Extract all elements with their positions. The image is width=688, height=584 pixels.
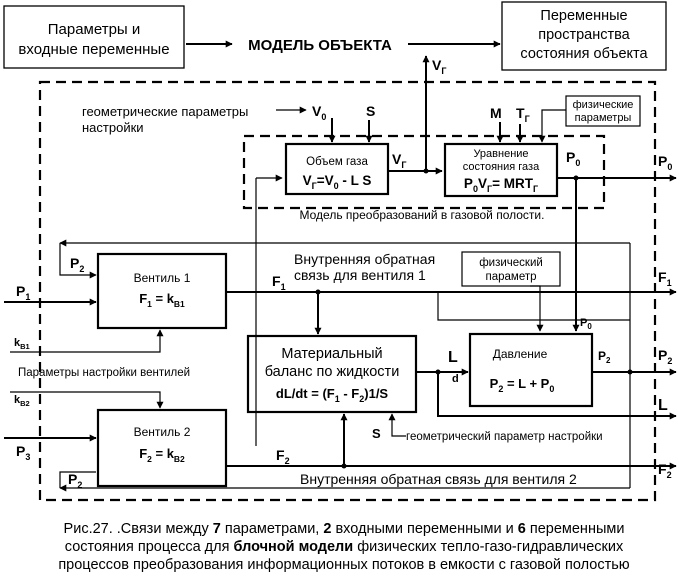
t-label: TГ [516, 105, 530, 124]
gas-cavity-boundary [242, 134, 606, 210]
state-label-line1: Переменные [540, 8, 627, 24]
inputs-label-line1: Параметры и [48, 21, 141, 38]
arrow-s-to-balance [388, 413, 406, 437]
state-equation-block [443, 142, 559, 198]
volume-block [284, 142, 390, 196]
arrow-phys-param-to-pressure [530, 285, 544, 332]
pressure-p2-label: P2 [598, 349, 611, 365]
valve-settings-label: Параметры настройки вентилей [18, 367, 190, 379]
f1-to-feedback [437, 292, 630, 321]
phys-param-line1: физический [479, 257, 543, 269]
p0-label: P0 [566, 149, 580, 168]
input-p3-label: P3 [16, 443, 30, 462]
figure-caption: Рис.27. .Связи между 7 параметрами, 2 вх… [58, 521, 630, 573]
state-box [501, 1, 667, 71]
feedback1-into-valve1 [59, 243, 97, 279]
feedback1-label-line2: связь для вентиля 1 [294, 267, 426, 283]
gas-cavity-caption: Модель преобразований в газовой полости. [300, 208, 545, 222]
balance-title-line1: Материальный [281, 346, 382, 362]
arrow-kb1 [10, 329, 164, 353]
output-l-label: L [658, 397, 668, 414]
volume-formula: VГ=V0 - L S [303, 173, 372, 191]
phys-param-box [461, 251, 561, 287]
balance-formula: dL/dt = (F1 - F2)1/S [276, 386, 389, 404]
phys-param-line2: параметр [486, 271, 537, 283]
valve2-p2-label: P2 [68, 471, 82, 490]
state-label-line3: состояния объекта [520, 46, 648, 62]
balance-geom-param: геометрический параметр настройки [406, 431, 603, 443]
model-boundary [38, 80, 657, 502]
pressure-block [468, 332, 594, 408]
junction-vg [423, 168, 429, 174]
valve1-title: Вентиль 1 [134, 271, 191, 285]
state-eq-formula: P0VГ= MRTГ [464, 176, 538, 194]
state-eq-title-line2: состояния газа [463, 161, 540, 173]
phys-params-box [565, 95, 641, 127]
phys-params-line2: параметры [575, 112, 632, 124]
output-f2-label: F2 [658, 461, 672, 480]
s-label: S [366, 103, 375, 119]
valve1-p2-label: P2 [70, 255, 84, 274]
output-f1-label: F1 [658, 269, 672, 288]
input-p1-label: P1 [16, 283, 30, 302]
pressure-formula: P2 = L + P0 [490, 376, 555, 394]
arrow-phys-params [538, 109, 566, 143]
phys-params-line1: физические [573, 99, 634, 111]
v0-label: V0 [312, 103, 326, 122]
valve2-title: Вентиль 2 [134, 425, 191, 439]
state-eq-title-line1: Уравнение [473, 148, 528, 160]
kb1-label: kB1 [14, 337, 30, 351]
feedback2-into-valve2 [59, 471, 96, 488]
balance-l-label: L [448, 349, 458, 366]
arrow-kb2 [10, 391, 164, 409]
balance-d-label: d [452, 373, 459, 385]
pressure-title: Давление [493, 347, 548, 361]
model-title: МОДЕЛЬ ОБЪЕКТА [248, 37, 392, 54]
pressure-p0-label: P0 [580, 317, 592, 331]
inputs-box [3, 5, 185, 69]
m-label: M [490, 105, 502, 121]
balance-title-line2: баланс по жидкости [265, 364, 400, 380]
geom-params-line1: геометрические параметры [82, 104, 248, 119]
valve1-f1-label: F1 [272, 273, 286, 292]
valve2-f2-label: F2 [276, 447, 290, 466]
valve1-block [96, 252, 228, 330]
vg-mid-label: VГ [392, 151, 406, 170]
volume-title: Объем газа [306, 156, 368, 168]
geom-params-line2: настройки [82, 120, 144, 135]
state-label-line2: пространства [538, 27, 630, 43]
valve2-block [96, 408, 228, 488]
balance-block [246, 334, 418, 414]
inputs-label-line2: входные переменные [18, 41, 169, 58]
vg-top-label: VГ [432, 57, 446, 76]
feedback2-label: Внутренняя обратная связь для вентиля 2 [300, 471, 577, 487]
arrow-l-output [437, 372, 677, 420]
feedback1-label-line1: Внутренняя обратная [294, 251, 435, 267]
kb2-label: kB2 [14, 394, 30, 408]
balance-s-label: S [372, 426, 381, 441]
output-p0-label: P0 [658, 153, 672, 172]
valve2-formula: F2 = kB2 [139, 446, 185, 464]
output-p2-label: P2 [658, 347, 672, 366]
valve1-formula: F1 = kB1 [139, 291, 185, 309]
